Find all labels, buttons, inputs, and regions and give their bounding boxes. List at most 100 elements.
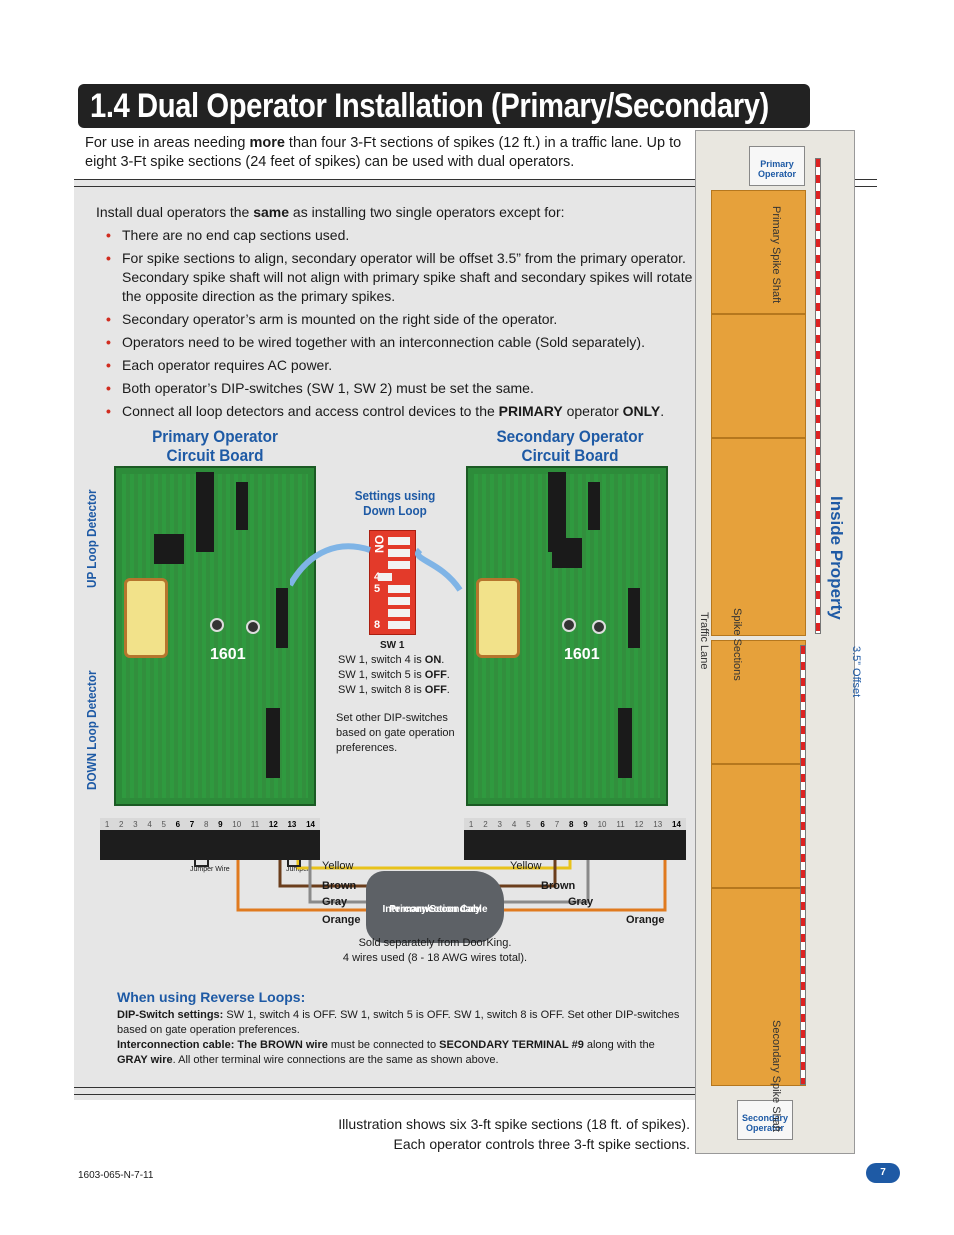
chip [552, 538, 582, 568]
capacitor [210, 618, 224, 632]
bottom-rule-2 [74, 1094, 696, 1095]
terminal-number: 2 [483, 819, 488, 829]
top-rule-2 [74, 186, 877, 187]
install-intro: Install dual operators the same as insta… [96, 203, 696, 222]
bullet-item: There are no end cap sections used. [96, 226, 696, 245]
install-intro-2: as installing two single operators excep… [289, 204, 565, 220]
transformer [124, 578, 168, 658]
terminal-number: 2 [119, 819, 124, 829]
bullet-item: For spike sections to align, secondary o… [96, 249, 696, 306]
install-intro-1: Install dual operators the [96, 204, 254, 220]
dip-switch-lever [388, 585, 410, 593]
wire-label-yellow: Yellow [510, 860, 542, 872]
primary-shaft-label-2: Spike Shaft [770, 246, 782, 304]
page-number: 7 [866, 1163, 900, 1183]
reverse-cable-text: must be connected to [327, 1039, 440, 1051]
cable-label-2: Interconnection Cable [382, 904, 488, 915]
terminal-number: 12 [634, 819, 644, 829]
chip [276, 588, 288, 648]
dip-setting-text: SW 1, switch 5 is [338, 669, 425, 681]
intro-text-1: For use in areas needing [85, 135, 250, 151]
bullet-item: Each operator requires AC power. [96, 356, 696, 375]
spike-section [711, 764, 806, 888]
caption-line-2: Each operator controls three 3-ft spike … [393, 1136, 690, 1152]
dip-title-2: Down Loop [363, 503, 427, 518]
wire-label-gray: Gray [568, 896, 594, 908]
terminal-number: 14 [306, 819, 315, 829]
bottom-rule [74, 1087, 696, 1088]
primary-board-title: Primary Operator Circuit Board [139, 427, 292, 465]
terminal-number: 13 [653, 819, 663, 829]
capacitor [562, 618, 576, 632]
traffic-lane-label: Traffic Lane [698, 612, 710, 670]
capacitor [592, 620, 606, 634]
secondary-shaft-label-2: Spike Shaft [770, 1075, 782, 1132]
dip-setting-state: OFF [424, 669, 447, 681]
reverse-loops-title: When using Reverse Loops: [117, 989, 306, 1005]
spike-sections-label: Spike Sections [731, 608, 743, 681]
reverse-dip-label: DIP-Switch settings: [117, 1009, 224, 1021]
secondary-board-title-1: Secondary Operator [496, 427, 644, 446]
dip-sw-label: SW 1 [380, 640, 405, 651]
primary-operator-label-1: Primary [760, 159, 794, 169]
terminal-number: 8 [569, 819, 574, 829]
primary-terminal-strip [100, 830, 320, 860]
jumper-wire [287, 860, 301, 867]
install-bullet-list: There are no end cap sections used. For … [96, 226, 696, 421]
spike-section [711, 438, 806, 636]
terminal-number: 13 [287, 819, 297, 829]
secondary-shaft-label: Secondary Spike Shaft [770, 1020, 782, 1132]
terminal-number: 11 [250, 819, 260, 829]
primary-spike-shaft [815, 158, 821, 634]
dip-dot: . [446, 669, 450, 681]
secondary-spike-shaft [800, 645, 806, 1085]
reverse-dip-settings: DIP-Switch settings: SW 1, switch 4 is O… [117, 1008, 687, 1038]
terminal-number: 10 [597, 819, 607, 829]
dip-settings-list: SW 1, switch 4 is ON. SW 1, switch 5 is … [338, 653, 468, 698]
terminal-number: 6 [175, 819, 181, 829]
terminal-number: 7 [189, 819, 195, 829]
wire-label-orange: Orange [626, 914, 665, 926]
terminal-number: 11 [616, 819, 625, 829]
terminal-number: 8 [203, 819, 209, 829]
jumper-wire [194, 860, 209, 867]
chip [154, 534, 184, 564]
wire-label-gray: Gray [322, 896, 348, 908]
spike-section [711, 314, 806, 438]
primary-shaft-label-1: Primary [770, 206, 782, 244]
chip [266, 708, 280, 778]
last-bullet-primary: PRIMARY [498, 403, 563, 419]
top-rule [74, 179, 877, 180]
secondary-board-title-2: Circuit Board [521, 446, 619, 465]
chip [548, 472, 566, 552]
reverse-dip-text: SW 1, switch 4 is OFF. SW 1, switch 5 is… [117, 1009, 680, 1036]
primary-shaft-label: Primary Spike Shaft [770, 206, 782, 303]
reverse-loops-section: When using Reverse Loops: DIP-Switch set… [117, 990, 687, 1068]
secondary-operator-box: Secondary Operator [737, 1100, 793, 1140]
dip-note: Set other DIP-switches based on gate ope… [336, 712, 455, 754]
dip-setting-state: ON [424, 654, 442, 666]
terminal-number: 1 [468, 819, 474, 829]
up-loop-detector-label: UP Loop Detector [84, 489, 99, 588]
spike-section [711, 190, 806, 314]
page-title: 1.4 Dual Operator Installation (Primary/… [90, 87, 769, 125]
dip-switch-lever [388, 537, 410, 545]
cable-note: Sold separately from DoorKing. 4 wires u… [320, 936, 550, 966]
inside-property-label: Inside Property [827, 496, 846, 620]
dip-setting-1: SW 1, switch 4 is ON. [338, 653, 468, 668]
chip [618, 708, 632, 778]
terminal-number: 10 [232, 819, 242, 829]
dip-setting-3: SW 1, switch 8 is OFF. [338, 683, 468, 698]
terminal-number: 3 [133, 819, 138, 829]
dip-setting-text: SW 1, switch 8 is [338, 684, 425, 696]
dip-switch-lever [388, 621, 410, 629]
terminal-number: 9 [218, 819, 223, 829]
document-code: 1603-065-N-7-11 [78, 1170, 154, 1181]
terminal-number: 4 [511, 819, 517, 829]
dip-setting-2: SW 1, switch 5 is OFF. [338, 668, 468, 683]
chip [588, 482, 600, 530]
last-bullet-1: Connect all loop detectors and access co… [122, 403, 499, 419]
